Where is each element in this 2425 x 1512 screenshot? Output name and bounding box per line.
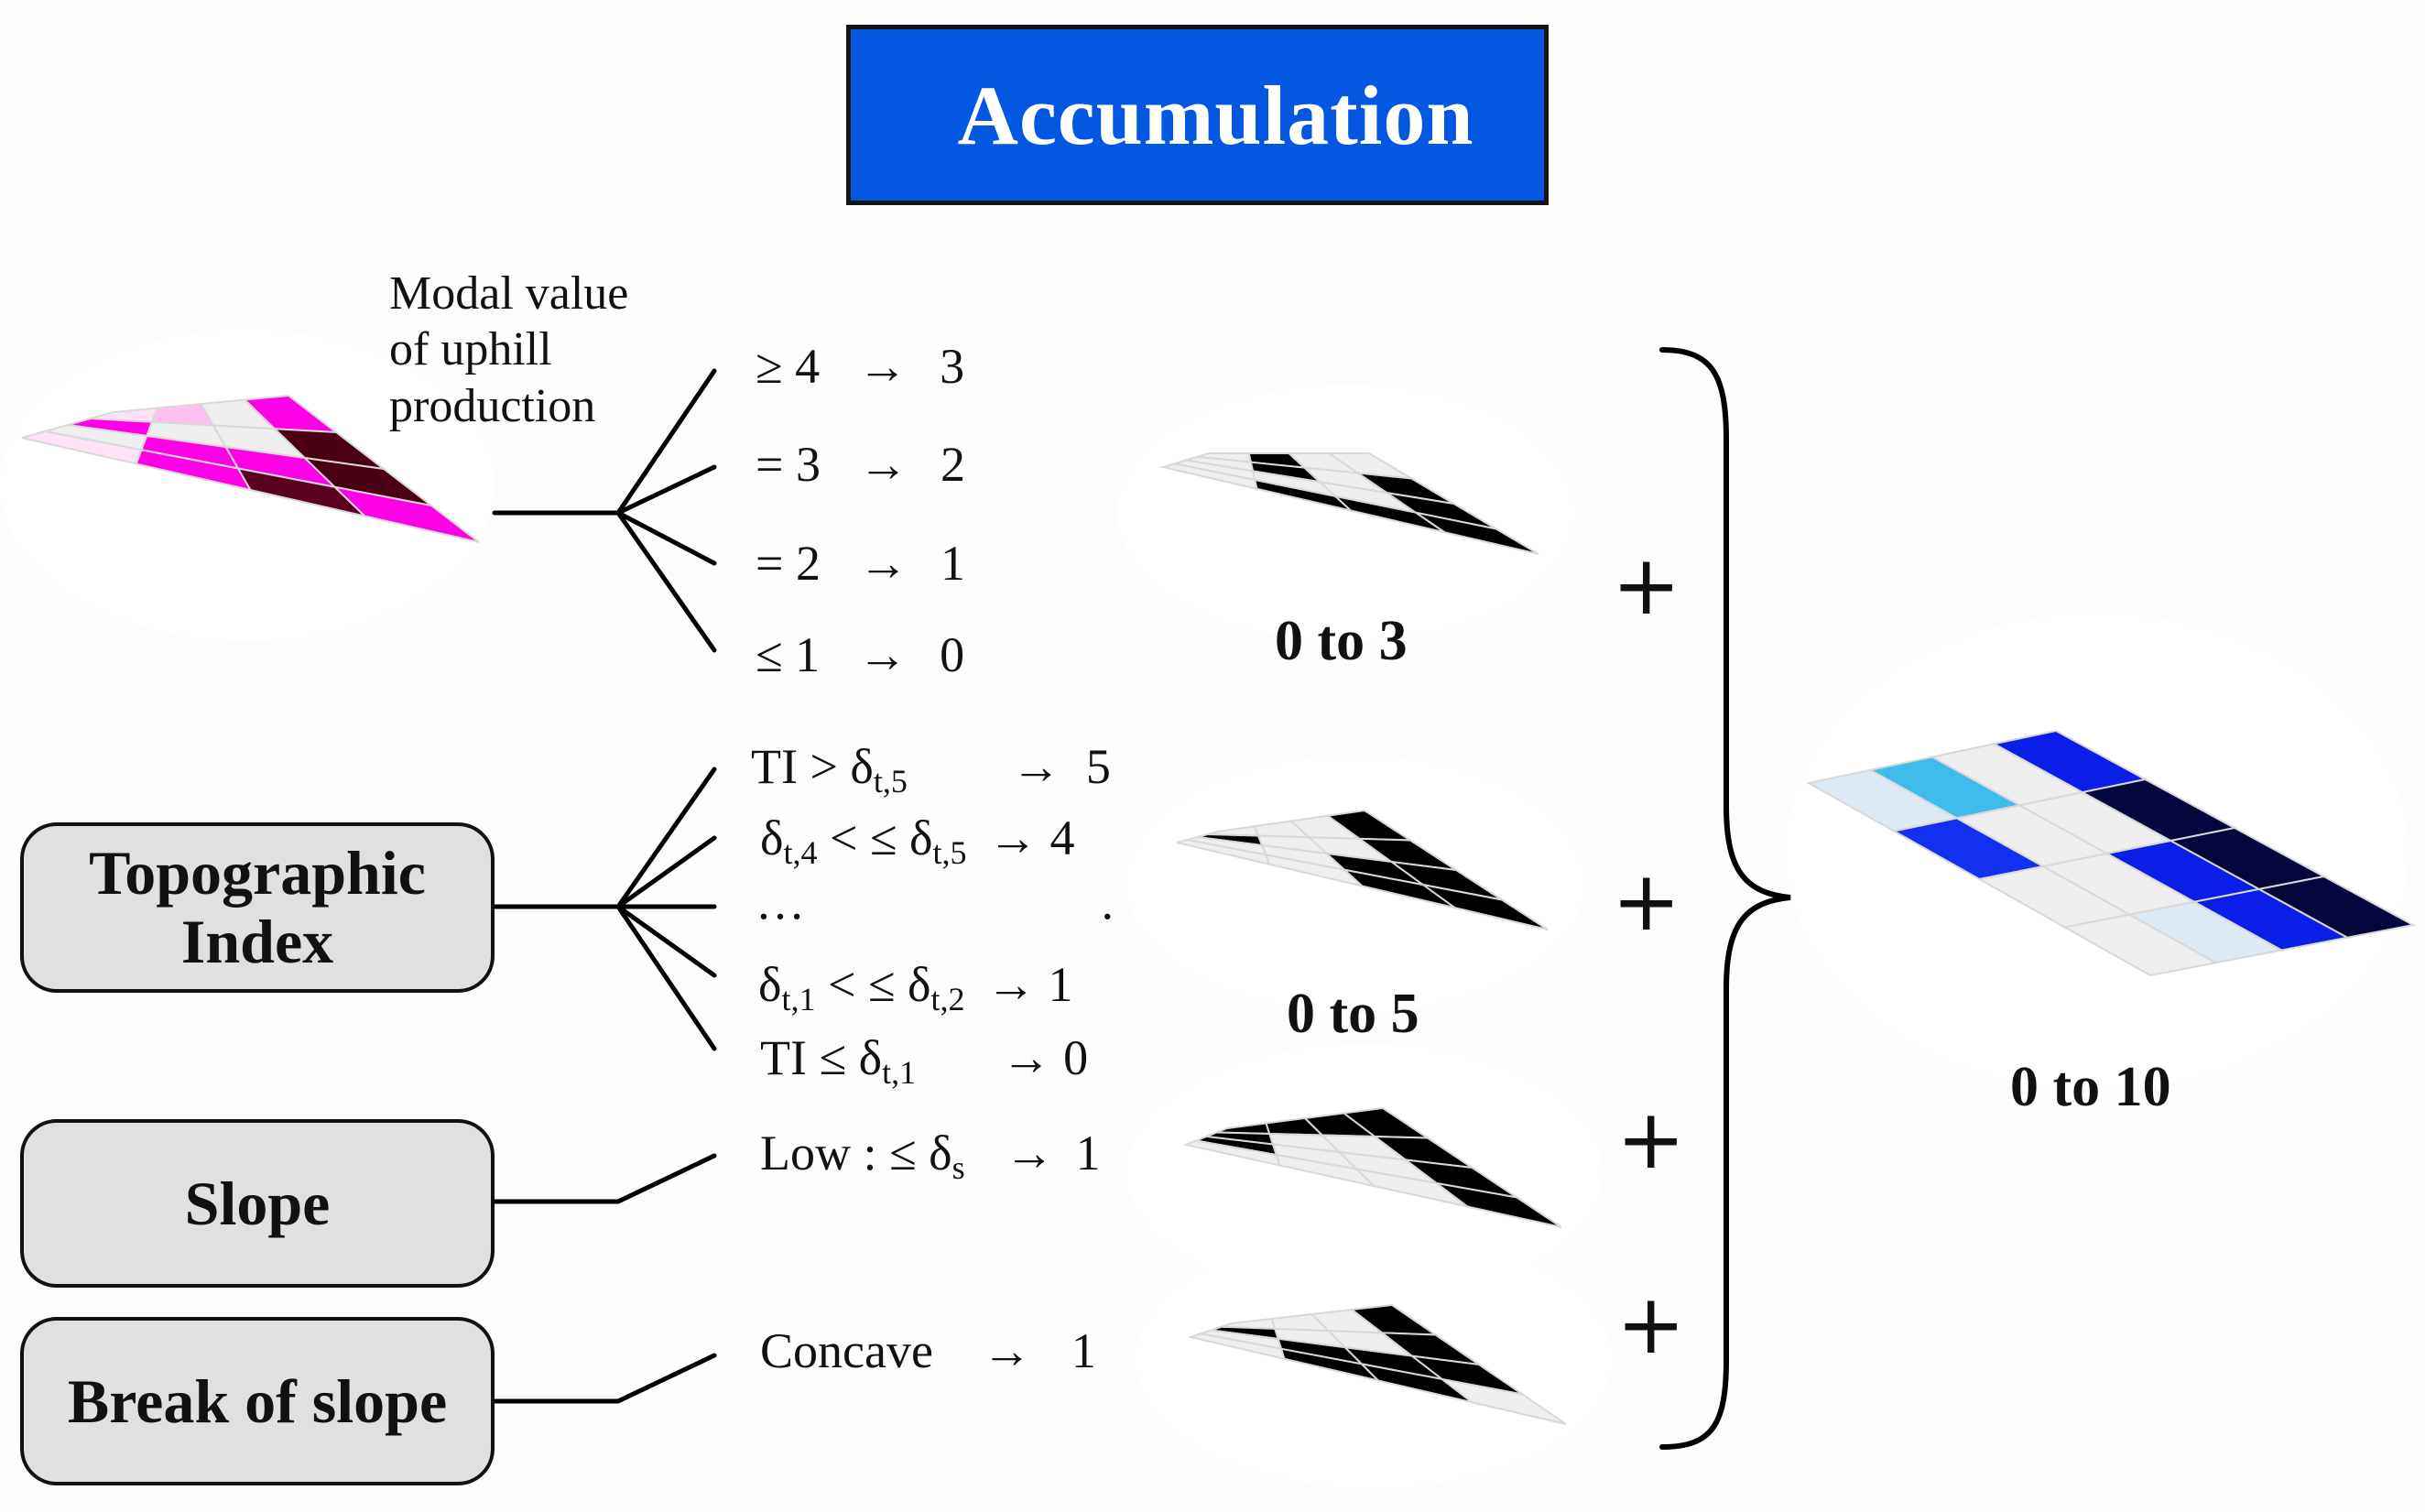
plus-sign-3: + — [1616, 1092, 1686, 1188]
slope-connector — [492, 1153, 717, 1204]
modal-value-label: Modal value of uphill production — [389, 266, 628, 434]
ti-branch-1 — [615, 767, 717, 909]
modal-rule-2: = 3 → 2 — [756, 437, 965, 492]
modal-branch-3 — [615, 510, 717, 566]
plus-sign-4: + — [1616, 1277, 1686, 1373]
title-text: Accumulation — [957, 68, 1474, 162]
ti-rule-5: TI ≤ δt,1 → 0 — [760, 1030, 1089, 1091]
modal-branch-1 — [615, 368, 717, 516]
modal-rule-4: ≤ 1 → 0 — [756, 627, 965, 682]
plus-sign-2: + — [1612, 854, 1681, 950]
ti-rule-1: TI > δt,5 → 5 — [751, 739, 1111, 800]
slope-box: Slope — [20, 1119, 495, 1288]
modal-input-grid — [21, 394, 480, 543]
grid-cell — [1415, 511, 1539, 555]
modal-label-line-2: of uphill — [389, 323, 552, 376]
grid-cell — [1441, 1377, 1567, 1425]
break-of-slope-label: Break of slope — [67, 1365, 448, 1436]
modal-label-line-3: production — [389, 379, 596, 432]
break-connector — [492, 1353, 717, 1404]
ti-range-label: 0 to 5 — [1287, 983, 1419, 1045]
ti-output-grid — [1176, 809, 1549, 930]
modal-rule-1: ≥ 4 → 3 — [756, 339, 965, 394]
ti-rule-2: δt,4 < ≤ δt,5 → 4 — [760, 810, 1075, 871]
ti-rule-ellipsis: … . — [756, 875, 1114, 930]
break-output-grid — [1187, 1303, 1567, 1425]
modal-branch-4 — [615, 510, 717, 653]
total-output-grid — [1806, 729, 2416, 977]
ti-branch-2 — [615, 835, 717, 909]
topographic-index-line-2: Index — [180, 907, 334, 976]
grid-cell — [332, 485, 480, 543]
curly-brace — [1659, 347, 1791, 1450]
total-range-label: 0 to 10 — [2010, 1056, 2171, 1118]
plus-sign-1: + — [1612, 538, 1681, 634]
break-rule: Concave → 1 — [760, 1323, 1096, 1378]
ti-rule-4: δt,1 < ≤ δt,2 → 1 — [758, 957, 1073, 1017]
modal-range-label: 0 to 3 — [1275, 610, 1408, 672]
slope-label: Slope — [184, 1168, 331, 1238]
ti-branch-5 — [615, 904, 717, 1051]
modal-label-line-1: Modal value — [389, 267, 629, 320]
slope-rule: Low : ≤ δs → 1 — [760, 1126, 1101, 1186]
slope-output-grid — [1182, 1106, 1562, 1228]
modal-rule-3: = 2 → 1 — [756, 536, 965, 591]
grid-cell — [2256, 875, 2416, 939]
topographic-index-box: Topographic Index — [20, 822, 495, 993]
modal-branch-2 — [615, 464, 717, 516]
modal-output-grid — [1159, 452, 1539, 555]
grid-cell — [1422, 884, 1549, 930]
break-of-slope-box: Break of slope — [20, 1317, 495, 1485]
grid-cell — [1436, 1182, 1562, 1228]
title-box: Accumulation — [846, 25, 1549, 205]
topographic-index-line-1: Topographic — [89, 838, 426, 908]
ti-branch-4 — [615, 904, 717, 978]
